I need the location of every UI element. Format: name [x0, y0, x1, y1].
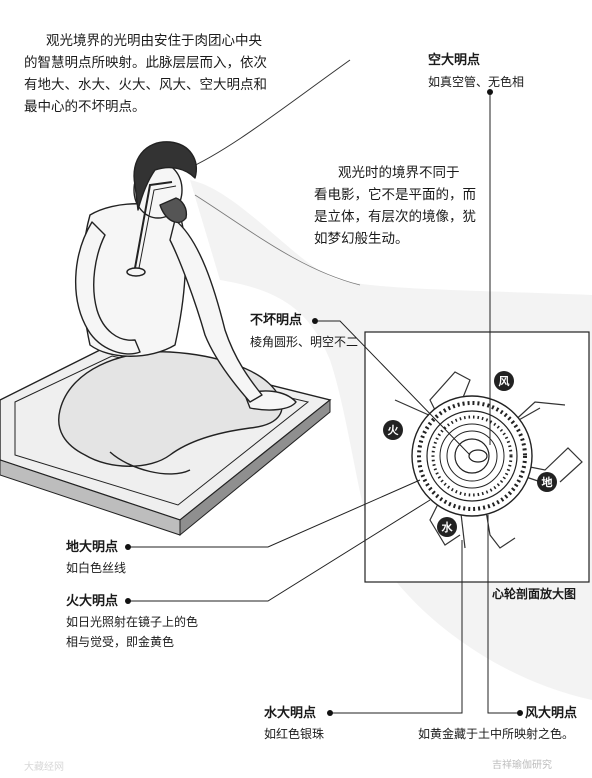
intro-line-3: 有地大、水大、火大、风大、空大明点和 — [24, 77, 267, 93]
svg-text:风: 风 — [499, 374, 510, 388]
fire-desc-1: 如日光照射在镜子上的色 — [66, 615, 199, 629]
central-channel — [126, 181, 177, 277]
watermark-right: 吉祥瑜伽研究 — [492, 760, 552, 771]
earth-title: 地大明点 — [66, 540, 119, 555]
view-note-line-2: 看电影，它不是平面的，而 — [314, 187, 476, 203]
wind-badge: 风 — [494, 371, 514, 391]
wind-desc: 如黄金藏于土中所映射之色。 — [418, 727, 575, 741]
indestructible-title: 不坏明点 — [250, 313, 303, 328]
dot-earth — [125, 544, 131, 550]
wind-title: 风大明点 — [525, 706, 578, 721]
water-badge: 水 — [437, 517, 457, 537]
dot-space — [487, 89, 493, 95]
intro-line-2: 的智慧明点所映射。此脉层层而入，依次 — [24, 55, 267, 71]
view-note-line-1: 观光时的境界不同于 — [338, 165, 460, 181]
dot-water — [327, 710, 333, 716]
intro-line-4: 最中心的不坏明点。 — [24, 99, 146, 115]
fire-badge: 火 — [383, 420, 403, 440]
svg-text:火: 火 — [388, 424, 400, 437]
dot-fire — [125, 598, 131, 604]
dot-wind — [517, 710, 523, 716]
watermark-left: 大藏经网 — [24, 762, 64, 773]
earth-badge: 地 — [537, 472, 557, 492]
space-title: 空大明点 — [428, 53, 481, 68]
view-note-line-3: 是立体，有层次的境像，犹 — [314, 209, 476, 225]
earth-desc: 如白色丝线 — [66, 561, 127, 575]
leader-lines — [128, 92, 518, 714]
chakra-cross-section — [364, 331, 590, 583]
dot-indestructible — [312, 318, 318, 324]
water-desc: 如红色银珠 — [264, 727, 325, 741]
diagram-caption: 心轮剖面放大图 — [492, 587, 577, 601]
fire-title: 火大明点 — [66, 594, 119, 609]
view-note-line-4: 如梦幻般生动。 — [314, 231, 409, 247]
fire-desc-2: 相与觉受，即金黄色 — [66, 635, 175, 649]
svg-text:地: 地 — [542, 475, 553, 489]
svg-text:水: 水 — [442, 520, 454, 534]
space-desc: 如真空管、无色相 — [428, 75, 525, 89]
light-ray-edge — [184, 59, 351, 171]
element-badges: 风 火 地 水 — [383, 371, 557, 537]
intro-line-1: 观光境界的光明由安住于肉团心中央 — [46, 33, 262, 49]
indestructible-desc: 棱角圆形、明空不二 — [250, 335, 359, 349]
seated-figure — [58, 141, 297, 475]
water-title: 水大明点 — [264, 706, 317, 721]
